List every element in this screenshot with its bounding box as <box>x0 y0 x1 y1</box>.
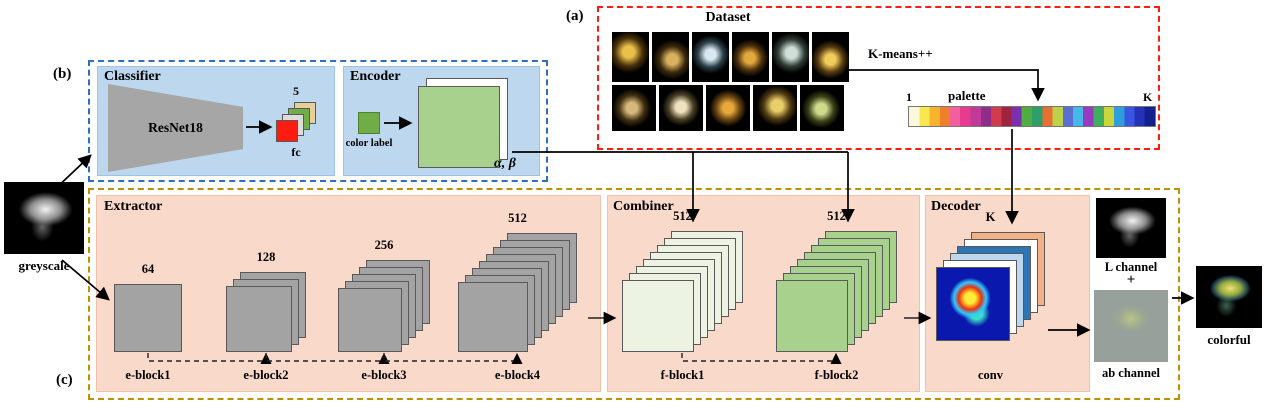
panel-a-box <box>597 6 1160 150</box>
kmeans-label: K-means++ <box>868 46 933 61</box>
palette-start-label: 1 <box>906 90 912 104</box>
dataset-image <box>753 85 797 131</box>
color-label-text: color label <box>345 138 393 149</box>
fc-label: fc <box>291 145 301 159</box>
panel-b-box <box>88 60 548 182</box>
dataset-row-2 <box>612 85 849 131</box>
dataset-image <box>732 32 769 82</box>
fblock2-channels: 512 <box>827 209 846 223</box>
greyscale-input-image <box>4 182 84 254</box>
dataset-image <box>812 32 849 82</box>
eblock2-name: e-block2 <box>243 368 289 382</box>
dataset-image <box>800 85 844 131</box>
colorful-output-image <box>1196 266 1262 328</box>
panel-b-label: (b) <box>53 66 72 82</box>
l-channel-image <box>1096 198 1166 258</box>
eblock4-name: e-block4 <box>494 368 541 382</box>
eblock1-channels: 64 <box>141 262 155 276</box>
panel-a-label: (a) <box>566 8 584 24</box>
color-label-square <box>358 112 380 134</box>
eblock4-stack <box>458 233 577 352</box>
extractor-title: Extractor <box>104 199 163 214</box>
eblock3-stack <box>338 260 430 352</box>
eblock4-channels: 512 <box>508 211 527 225</box>
fblock1-stack <box>622 231 743 352</box>
colorful-label: colorful <box>1207 332 1251 347</box>
resnet18-label: ResNet18 <box>148 120 203 135</box>
decoder-title: Decoder <box>931 199 981 214</box>
decoder-conv-label: conv <box>978 368 1003 382</box>
fc-count-label: 5 <box>293 84 299 98</box>
dataset-image <box>706 85 750 131</box>
eblock2-stack <box>226 272 306 352</box>
dataset-image <box>772 32 809 82</box>
dataset-title: Dataset <box>705 10 751 25</box>
eblock2-channels: 128 <box>256 250 276 264</box>
alpha-beta-label: α, β <box>494 156 516 171</box>
dataset-image <box>652 32 689 82</box>
combiner-title: Combiner <box>613 199 674 214</box>
dataset-row-1 <box>612 32 849 82</box>
fblock1-channels: 512 <box>673 209 692 223</box>
dataset-image-grid <box>612 32 849 131</box>
dataset-image <box>612 32 649 82</box>
eblock1-name: e-block1 <box>125 368 171 382</box>
dataset-image <box>692 32 729 82</box>
dataset-image <box>659 85 703 131</box>
fblock1-name: f-block1 <box>660 368 705 382</box>
decoder-k-label: K <box>985 210 996 224</box>
palette-end-label: K <box>1143 90 1153 104</box>
dataset-image <box>612 85 656 131</box>
eblock3-name: e-block3 <box>361 368 407 382</box>
classifier-title: Classifier <box>104 69 161 84</box>
palette-bar <box>908 106 1156 127</box>
panel-c-label: (c) <box>56 372 73 388</box>
fblock2-stack <box>776 231 897 352</box>
palette-label: palette <box>948 88 986 103</box>
encoder-feature-stack <box>418 78 508 168</box>
encoder-title: Encoder <box>350 69 401 84</box>
eblock1-stack <box>114 284 182 352</box>
ab-channel-label: ab channel <box>1101 366 1160 380</box>
eblock3-channels: 256 <box>374 238 394 252</box>
ab-channel-image <box>1094 290 1168 362</box>
fc-layer-stack <box>276 102 316 142</box>
plus-sign: + <box>1126 272 1136 288</box>
l-channel-label: L channel <box>1104 260 1158 274</box>
fblock2-name: f-block2 <box>814 368 859 382</box>
greyscale-label: greyscale <box>18 258 70 273</box>
decoder-conv-stack <box>936 232 1045 341</box>
